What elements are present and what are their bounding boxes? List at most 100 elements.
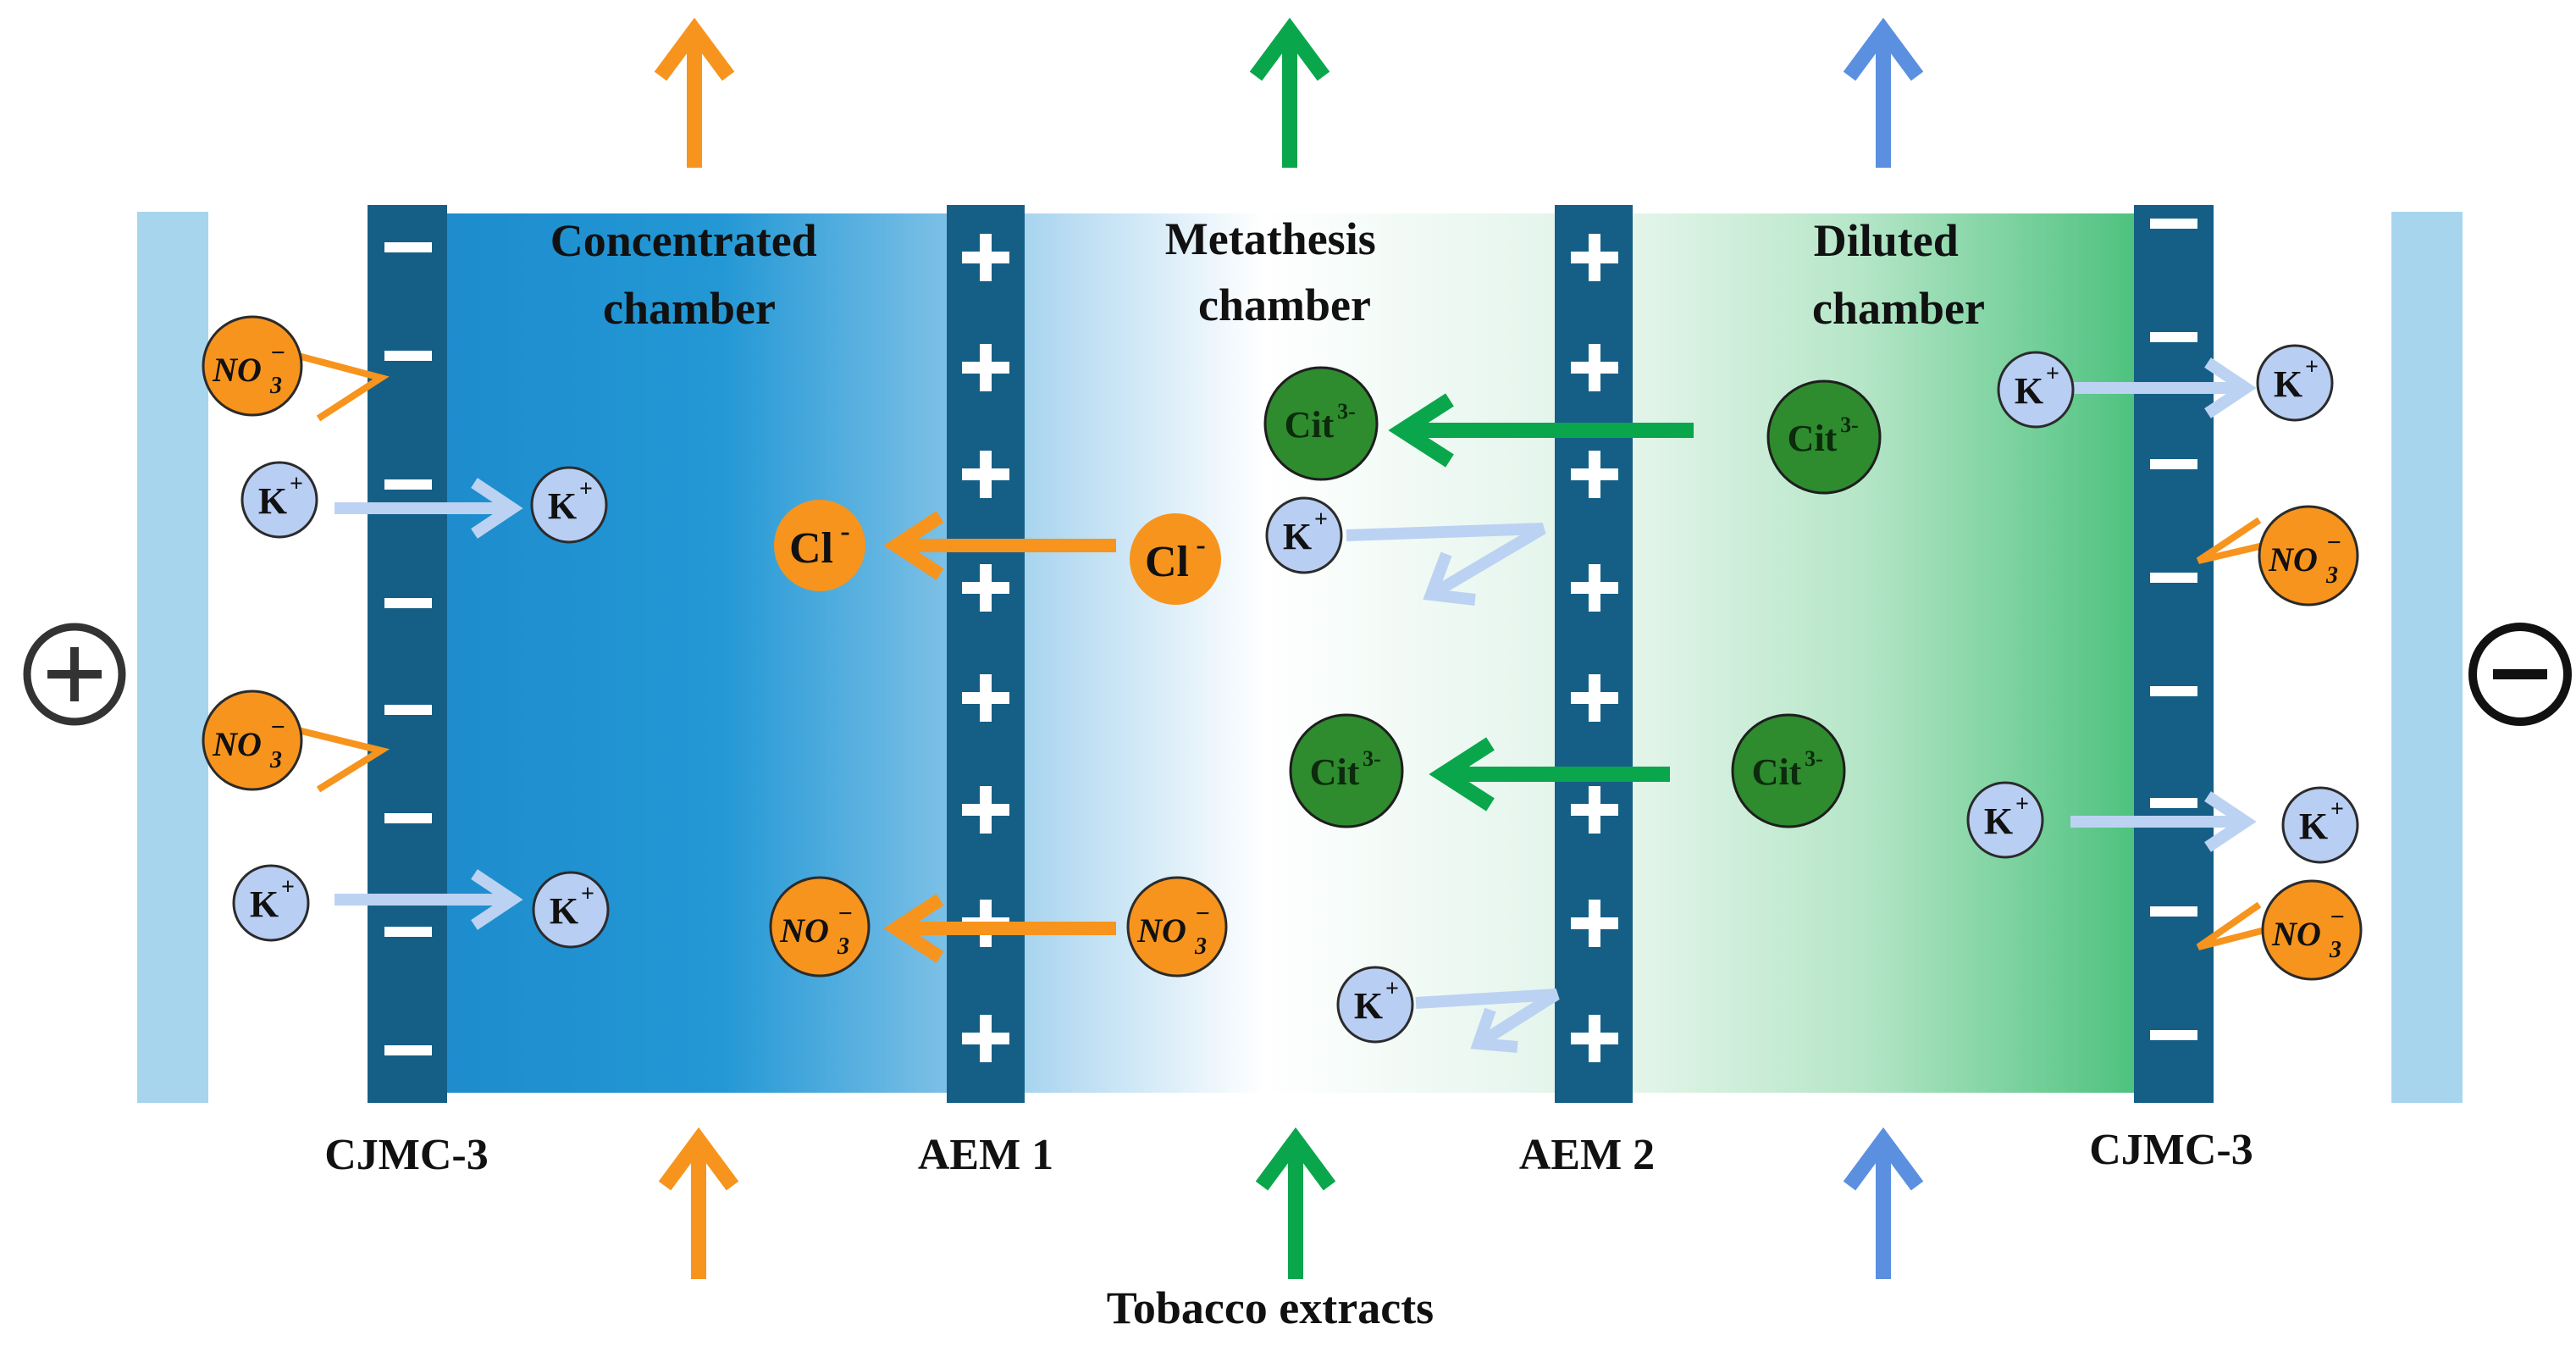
- membrane-label-cjmc-right: CJMC-3: [2089, 1126, 2253, 1174]
- diluted-chamber-fill: [1633, 213, 2134, 1093]
- minus-sign: [2150, 1030, 2197, 1040]
- svg-text:K: K: [550, 890, 578, 932]
- k-ion: K +: [530, 466, 608, 544]
- concentrated-chamber-fill: [447, 213, 947, 1093]
- plus-sign: [980, 1015, 992, 1062]
- svg-text:K: K: [1354, 985, 1383, 1027]
- svg-text:3-: 3-: [1840, 413, 1859, 437]
- plus-sign: [980, 344, 992, 391]
- svg-text:−: −: [1195, 900, 1210, 928]
- svg-text:3: 3: [269, 747, 282, 773]
- svg-text:−: −: [2326, 529, 2341, 557]
- svg-text:+: +: [2015, 791, 2029, 817]
- svg-text:Cl: Cl: [789, 524, 833, 573]
- minus-sign: [384, 1045, 432, 1055]
- svg-text:-: -: [1196, 529, 1205, 561]
- cjmc-left-membrane: [368, 205, 447, 1103]
- svg-text:NO: NO: [2268, 540, 2318, 579]
- svg-text:Cl: Cl: [1145, 538, 1189, 586]
- no3-ion: NO 3 −: [202, 315, 303, 417]
- k-ion: K +: [1336, 966, 1414, 1044]
- minus-sign: [2150, 573, 2197, 583]
- svg-text:NO: NO: [1136, 911, 1186, 950]
- cl-ion: Cl -: [1130, 513, 1221, 605]
- ion-migration-arrows: [296, 352, 2279, 1053]
- svg-text:+: +: [290, 471, 303, 497]
- svg-text:K: K: [1283, 516, 1312, 557]
- svg-text:Cit: Cit: [1788, 418, 1838, 459]
- inflow-arrow-metathesis: [1255, 1127, 1336, 1279]
- cl-arrow: [883, 511, 1116, 580]
- outflow-arrow-diluted: [1843, 17, 1924, 168]
- plus-sign: [1589, 564, 1600, 612]
- minus-sign: [384, 705, 432, 715]
- plus-sign: [1589, 451, 1600, 498]
- svg-text:K: K: [2299, 806, 2328, 847]
- svg-text:K: K: [2274, 363, 2302, 405]
- svg-text:Cit: Cit: [1752, 751, 1802, 793]
- minus-sign: [384, 927, 432, 937]
- minus-sign: [384, 479, 432, 490]
- k-ion: K +: [532, 871, 610, 949]
- svg-text:+: +: [581, 881, 594, 907]
- cjmc-right-membrane: [2134, 205, 2214, 1103]
- inflow-arrow-diluted: [1843, 1127, 1924, 1279]
- metathesis-chamber-label: Metathesis chamber: [1165, 213, 1387, 330]
- cit-arrow-1: [1388, 393, 1694, 468]
- minus-sign: [384, 242, 432, 252]
- metathesis-chamber-fill: [1025, 213, 1555, 1093]
- svg-text:3: 3: [269, 373, 282, 399]
- k-ion: K +: [232, 864, 310, 942]
- inflow-arrow-concentrated: [658, 1127, 739, 1279]
- svg-text:K: K: [258, 480, 287, 522]
- minus-sign: [2150, 219, 2197, 229]
- anode-symbol: [23, 623, 126, 726]
- k-ion: K +: [1997, 351, 2075, 429]
- k-arrow-right-2: [2070, 791, 2257, 852]
- svg-text:3-: 3-: [1363, 746, 1381, 771]
- cit-ion: Cit 3-: [1766, 379, 1882, 495]
- svg-text:K: K: [2015, 370, 2043, 412]
- k-rejected-arrow-1: [1346, 523, 1546, 606]
- svg-text:3: 3: [2325, 562, 2338, 589]
- no3-rejected-arrow-right-2: [2196, 901, 2279, 950]
- aem2-membrane: [1555, 205, 1633, 1103]
- svg-text:3-: 3-: [1805, 746, 1823, 771]
- cit-ion: Cit 3-: [1731, 713, 1846, 828]
- svg-text:-: -: [840, 516, 849, 547]
- k-ion: K +: [2281, 786, 2359, 864]
- k-rejected-arrow-2: [1415, 989, 1560, 1053]
- k-ion: K +: [1265, 496, 1343, 574]
- no3-ion: NO 3 −: [2258, 505, 2359, 607]
- svg-text:3: 3: [1194, 933, 1207, 960]
- membrane-label-aem1: AEM 1: [918, 1131, 1053, 1179]
- minus-sign: [2150, 798, 2197, 808]
- no3-rejected-arrow-left-1: [296, 352, 390, 422]
- plus-sign: [980, 451, 992, 498]
- svg-text:+: +: [2330, 796, 2344, 823]
- k-ion: K +: [240, 461, 318, 539]
- outflow-arrow-concentrated: [654, 17, 735, 168]
- svg-text:+: +: [579, 476, 593, 502]
- svg-text:+: +: [2046, 361, 2059, 387]
- cit-arrow-2: [1429, 737, 1670, 811]
- svg-text:+: +: [1314, 507, 1328, 533]
- no3-ion: NO 3 −: [769, 876, 871, 978]
- minus-sign: [2150, 332, 2197, 342]
- svg-text:+: +: [1385, 976, 1399, 1002]
- svg-text:+: +: [281, 874, 295, 900]
- outflow-arrow-metathesis: [1249, 17, 1330, 168]
- anode-electrode: [137, 212, 208, 1103]
- no3-rejected-arrow-right-1: [2196, 517, 2279, 564]
- k-ion: K +: [2256, 344, 2334, 422]
- svg-text:Cit: Cit: [1285, 404, 1335, 446]
- plus-sign: [1589, 1015, 1600, 1062]
- minus-sign: [2150, 906, 2197, 917]
- minus-sign: [2150, 459, 2197, 469]
- plus-sign: [1589, 674, 1600, 722]
- diluted-chamber-label: Diluted chamber: [1812, 215, 1985, 334]
- svg-text:−: −: [2330, 903, 2345, 931]
- svg-text:−: −: [837, 900, 853, 928]
- no3-ion: NO 3 −: [2261, 879, 2363, 981]
